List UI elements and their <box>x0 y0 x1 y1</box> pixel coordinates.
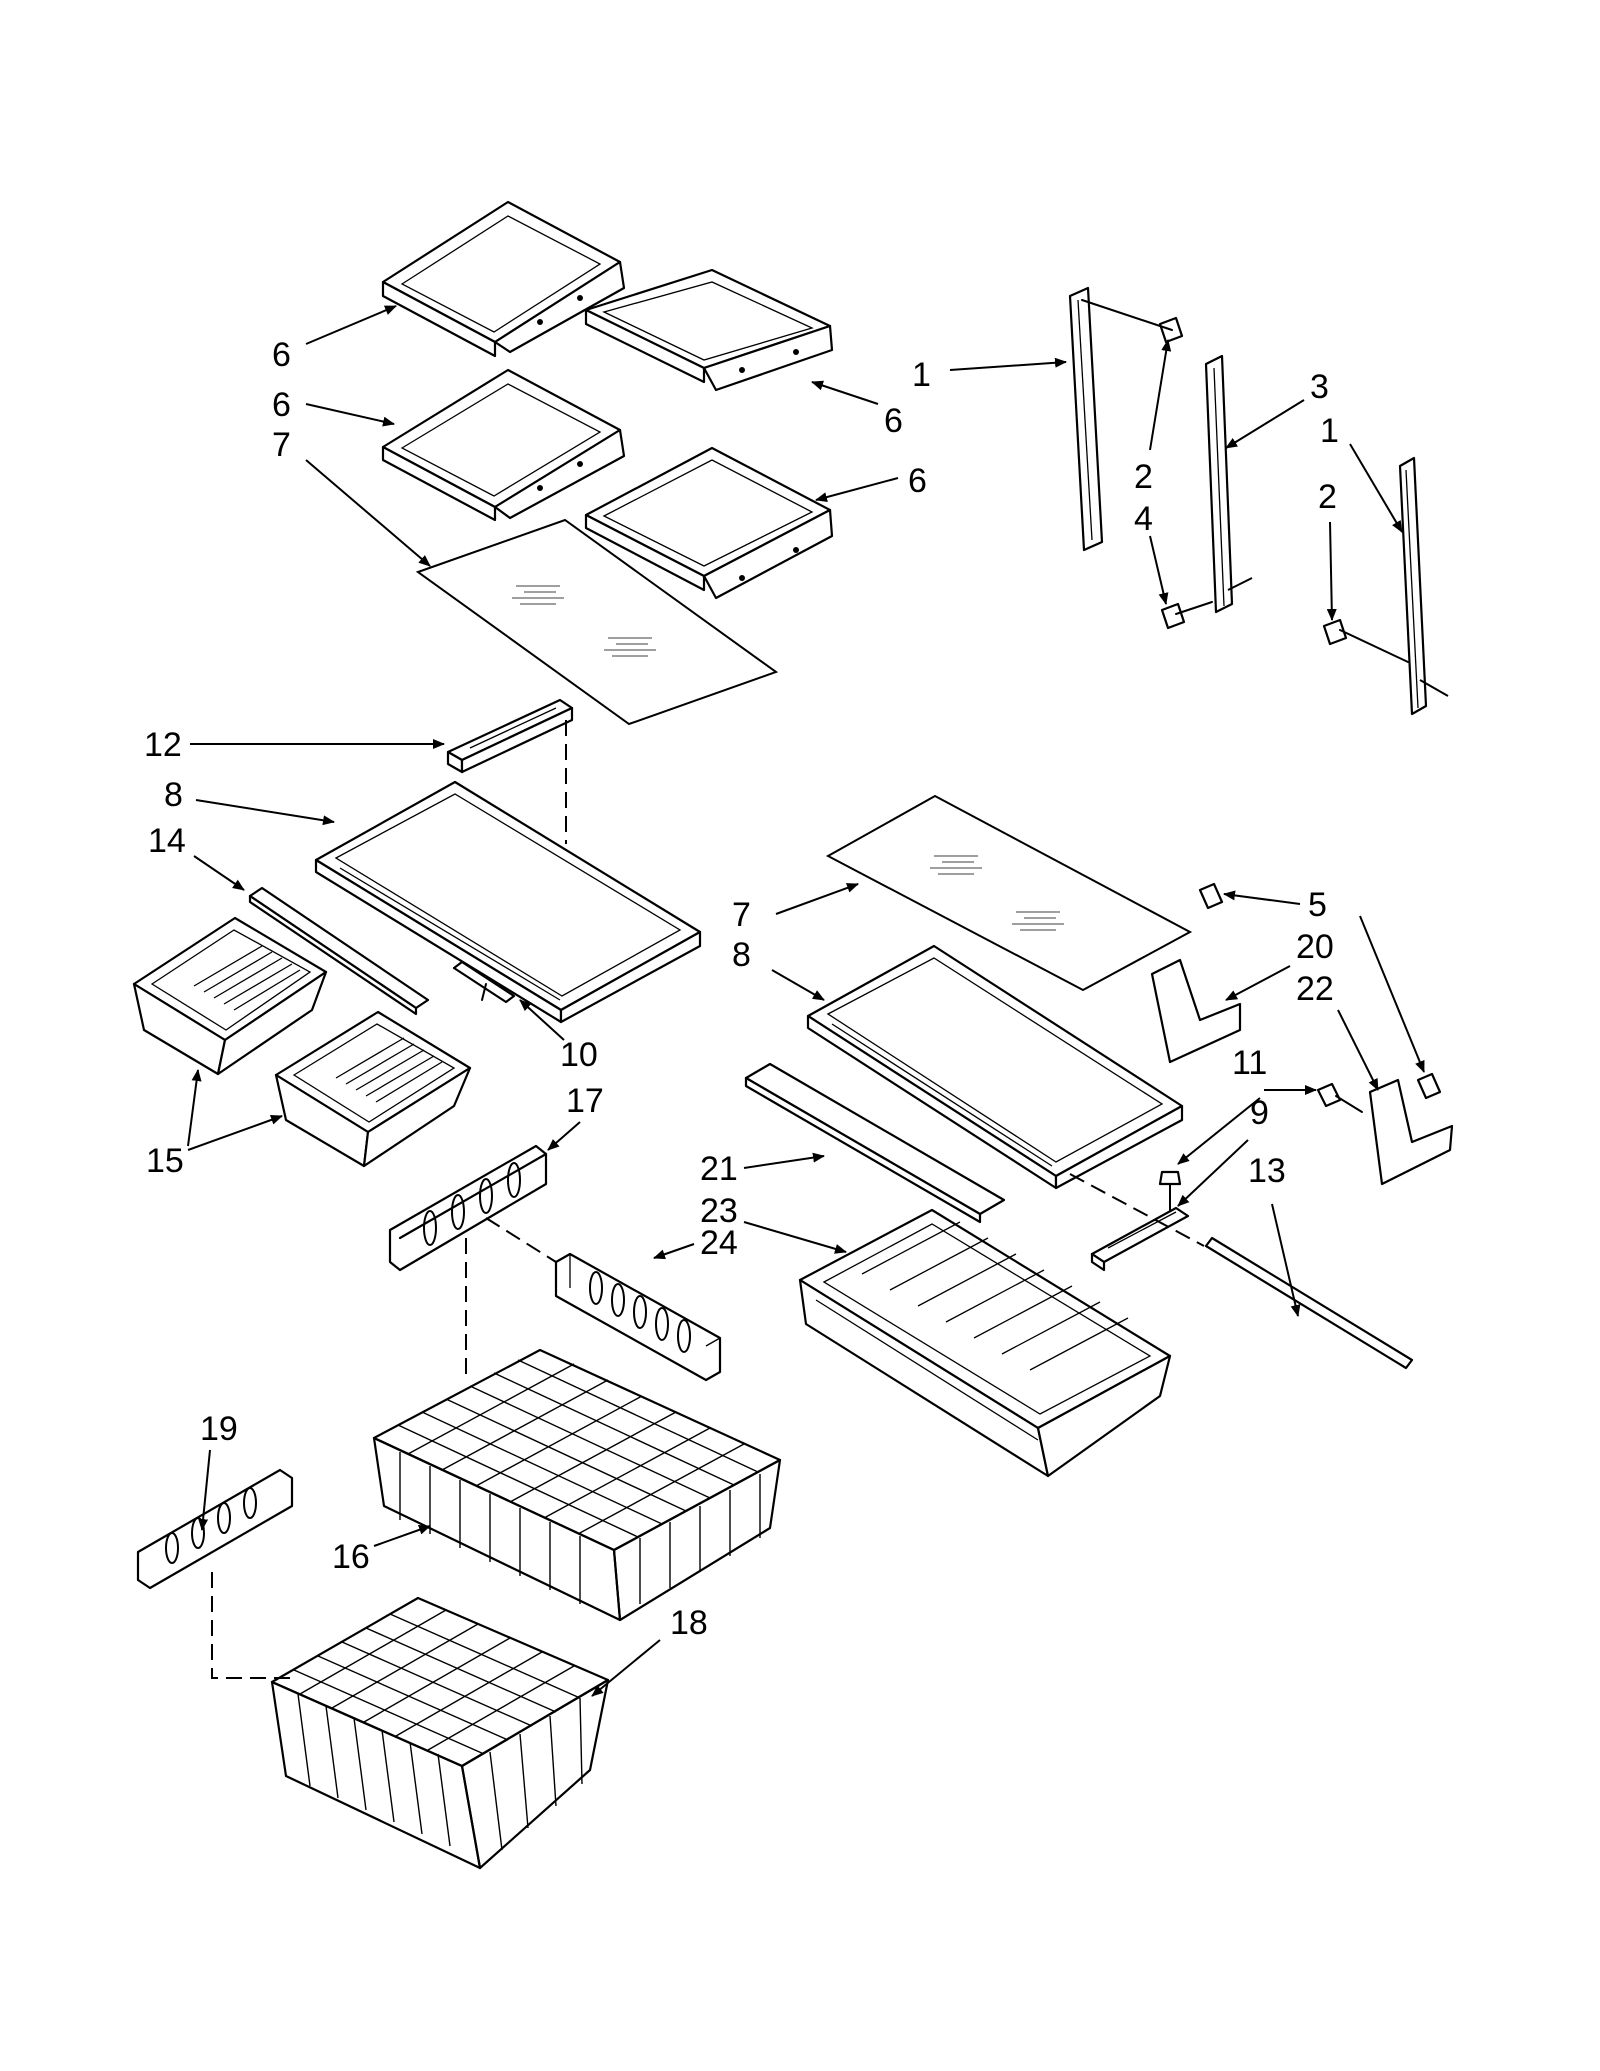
screw-11-upper <box>1316 1082 1363 1113</box>
callout-7: 7 <box>272 426 291 464</box>
rail-1-right <box>1398 456 1449 716</box>
drawer-divider-19 <box>136 1468 294 1590</box>
rod-13 <box>1204 1236 1414 1370</box>
callout-6: 6 <box>908 462 927 500</box>
callout-1: 1 <box>1320 412 1339 450</box>
callout-20: 20 <box>1296 928 1334 966</box>
callout-3: 3 <box>1310 368 1329 406</box>
door-shelf-middle-left <box>381 368 626 522</box>
callout-21: 21 <box>700 1150 738 1188</box>
screw-2-upper <box>1081 299 1184 344</box>
callout-22: 22 <box>1296 970 1334 1008</box>
drawer-divider-17 <box>388 1144 548 1272</box>
callout-11: 11 <box>1232 1044 1267 1082</box>
dashline-19-basket <box>211 1572 290 1679</box>
wire-basket-upper <box>372 1348 782 1622</box>
callout-8: 8 <box>164 776 183 814</box>
callout-6: 6 <box>884 402 903 440</box>
door-shelf-middle-right <box>584 446 834 600</box>
callout-labels: 6 6 6 6 7 1 3 1 2 4 2 12 8 14 10 15 17 2… <box>144 336 1339 1642</box>
screw-4 <box>1160 601 1213 630</box>
leader-lines <box>187 305 1425 1697</box>
rail-1-left <box>1068 286 1104 552</box>
callout-12: 12 <box>144 726 182 764</box>
shelf-frame-lower <box>806 944 1184 1190</box>
crisper-strip-14 <box>248 886 430 1016</box>
slide-rail-12 <box>446 698 574 774</box>
screw-2-lower <box>1322 618 1409 663</box>
door-shelf-top-left <box>381 200 626 358</box>
door-shelf-top-right <box>584 268 834 392</box>
slide-rail-9 <box>1090 1206 1190 1272</box>
callout-5: 5 <box>1308 886 1327 924</box>
callout-17: 17 <box>566 1082 604 1120</box>
callout-8: 8 <box>732 936 751 974</box>
rail-3 <box>1204 354 1253 614</box>
callout-6: 6 <box>272 386 291 424</box>
callout-4: 4 <box>1134 500 1153 538</box>
part-10-bracket <box>452 960 516 1004</box>
callout-23: 23 <box>700 1192 738 1230</box>
callout-19: 19 <box>200 1410 238 1448</box>
callout-2: 2 <box>1134 458 1153 496</box>
callout-14: 14 <box>148 822 186 860</box>
drawer-divider-24 <box>554 1252 722 1382</box>
glass-shelf-lower <box>825 794 1193 992</box>
callout-13: 13 <box>1248 1152 1286 1190</box>
wire-basket-lower <box>270 1596 610 1870</box>
callout-16: 16 <box>332 1538 370 1576</box>
callout-18: 18 <box>670 1604 708 1642</box>
bracket-22 <box>1368 1078 1454 1186</box>
crisper-drawer-right <box>274 1010 472 1168</box>
callout-6: 6 <box>272 336 291 374</box>
shelf-frame-upper <box>314 780 702 1024</box>
bracket-20 <box>1150 958 1242 1064</box>
clip-5-upper <box>1198 882 1224 910</box>
screw-11-lower <box>1158 1170 1182 1211</box>
callout-2: 2 <box>1318 478 1337 516</box>
shelf-trim-21 <box>744 1062 1006 1224</box>
callout-10: 10 <box>560 1036 598 1074</box>
clip-5-lower <box>1416 1072 1442 1100</box>
callout-24: 24 <box>700 1224 738 1262</box>
crisper-drawer-left <box>132 916 328 1076</box>
callout-9: 9 <box>1250 1094 1269 1132</box>
callout-7: 7 <box>732 896 751 934</box>
callout-15: 15 <box>146 1142 184 1180</box>
glass-shelf-upper <box>415 518 779 726</box>
callout-1: 1 <box>912 356 931 394</box>
pantry-drawer-23 <box>798 1208 1172 1478</box>
dashline-8-9 <box>1069 1173 1205 1247</box>
dashline-17-24 <box>485 1217 557 1263</box>
